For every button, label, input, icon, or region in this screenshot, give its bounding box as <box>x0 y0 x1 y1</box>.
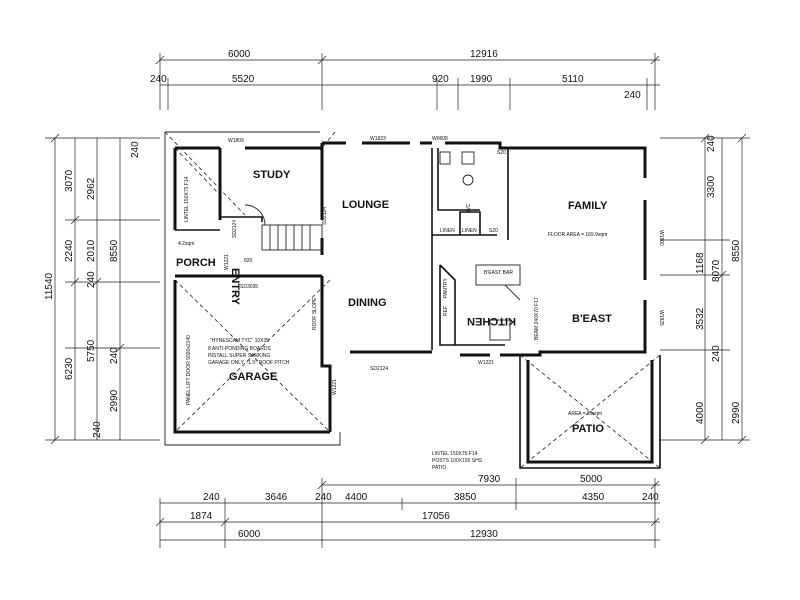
dim-bottom-240b: 240 <box>315 492 332 503</box>
note-lintel-study: LINTEL 150X75 F14 <box>184 176 190 222</box>
dim-left-240b: 240 <box>109 347 120 364</box>
dim-right-3300: 3300 <box>706 175 717 198</box>
dim-bottom-7930: 7930 <box>478 474 501 485</box>
note-roof-slope: ROOF SLOPE <box>312 297 318 330</box>
note-garage-door: PANEL LIFT DOOR 5020x2140 <box>186 335 192 405</box>
dim-bottom-5000: 5000 <box>580 474 603 485</box>
dim-bottom-3850: 3850 <box>454 492 477 503</box>
note-w1809: W1809 <box>228 138 244 144</box>
room-kitchen: KITCHEN <box>467 315 516 327</box>
right-dimensions: 240 3300 1168 3532 8070 240 4000 2990 85… <box>660 133 750 445</box>
dim-right-1168: 1168 <box>695 252 706 274</box>
dim-bottom-3646: 3646 <box>265 492 288 503</box>
note-pantry: PANTRY <box>443 278 449 298</box>
room-study: STUDY <box>253 169 291 181</box>
note-w1221b: W1221 <box>478 360 494 366</box>
bottom-dimensions: 7930 5000 240 3646 240 4400 3850 4350 24… <box>155 474 660 548</box>
note-lintel-b2: POSTS 100X100 SHS <box>432 458 483 464</box>
kitchen-benches <box>439 264 521 346</box>
stairs <box>261 224 323 251</box>
room-patio: PATIO <box>572 423 604 435</box>
dim-bottom-240: 240 <box>203 492 220 503</box>
note-sd2124c: SD2124 <box>322 207 328 225</box>
note-s20b: S20 <box>489 228 498 234</box>
note-w1221: W1221 <box>224 254 230 270</box>
room-lounge: LOUNGE <box>342 199 389 211</box>
dim-top-1990: 1990 <box>470 74 493 85</box>
note-garage-1: 8 ANTI-PONDING BOARDS <box>208 346 271 352</box>
dim-left-2240: 2240 <box>64 239 75 262</box>
dim-left-2010: 2010 <box>86 239 97 262</box>
dim-bottom-240c: 240 <box>642 492 659 503</box>
note-w1221c: W1221 <box>332 379 338 395</box>
note-beast-bar: B'EAST BAR <box>484 270 513 276</box>
top-dimensions: 6000 12916 240 5520 920 1990 5110 240 <box>150 49 660 110</box>
room-beast: B'EAST <box>572 313 612 325</box>
room-garage: GARAGE <box>229 371 277 383</box>
note-linen2: LINEN <box>462 228 477 234</box>
dim-left-240: 240 <box>86 271 97 288</box>
note-w1825: W1825 <box>658 310 664 326</box>
note-w0608: W0608 <box>432 136 448 142</box>
room-porch: PORCH <box>176 257 216 269</box>
dim-left-11540: 11540 <box>44 272 55 300</box>
note-beam: BEAM 240X70 F17 <box>534 297 540 340</box>
dim-right-8070: 8070 <box>711 259 722 282</box>
note-porch-area: 4.2sqm <box>178 241 194 247</box>
dim-bottom-17056: 17056 <box>422 511 450 522</box>
dim-left-6230: 6230 <box>64 357 75 380</box>
left-dimensions: 11540 3070 2240 6230 2962 2010 240 5750 … <box>44 133 160 445</box>
dim-left-2990: 2990 <box>109 389 120 412</box>
note-w1823: W1823 <box>370 136 386 142</box>
garage-roof-lines <box>164 131 661 469</box>
wc-fittings <box>439 151 475 186</box>
note-family-area: FLOOR AREA = 169.9sqm <box>548 232 607 238</box>
dim-left-240c: 240 <box>130 141 141 158</box>
dim-left-8550: 8550 <box>109 239 120 262</box>
dim-left-3070: 3070 <box>64 169 75 192</box>
note-linen1: LINEN <box>440 228 455 234</box>
dim-bottom-12930: 12930 <box>470 529 498 540</box>
note-garage-3: GARAGE ONLY ~1.5° ROOF PITCH <box>208 360 290 366</box>
dim-top-240: 240 <box>150 74 167 85</box>
dim-bottom-4350: 4350 <box>582 492 605 503</box>
dim-bottom-1874: 1874 <box>190 511 213 522</box>
note-sd2124: SD2124 <box>232 220 238 238</box>
dim-bottom-6000: 6000 <box>238 529 261 540</box>
dim-top-5520: 5520 <box>232 74 255 85</box>
dim-left-240d: 240 <box>92 421 103 438</box>
dim-right-4000: 4000 <box>695 401 706 424</box>
note-garage-2: INSTALL SUPER SARKING <box>208 353 270 359</box>
note-s20a: S20 <box>497 150 506 156</box>
note-lintel-b1: LINTEL 150X75 F14 <box>432 451 478 457</box>
dim-top-6000: 6000 <box>228 49 251 60</box>
dim-top-5110: 5110 <box>562 74 584 85</box>
dim-left-5750: 5750 <box>86 339 97 362</box>
dim-right-3532: 3532 <box>695 307 706 330</box>
dim-top-920: 920 <box>432 74 449 85</box>
note-patio-area: AREA = 20sqm <box>568 411 602 417</box>
room-family: FAMILY <box>568 200 608 212</box>
dim-top-12916: 12916 <box>470 49 498 60</box>
note-ref: REF <box>443 306 449 316</box>
note-lintel-b3: PATIO <box>432 465 446 471</box>
note-garage-rafter: "HYNESCAM TYC" 10X35 <box>210 338 269 344</box>
room-dining: DINING <box>348 297 387 309</box>
dim-left-2962: 2962 <box>86 177 97 200</box>
dim-right-240: 240 <box>706 135 717 152</box>
note-wc: WC <box>466 203 472 212</box>
dim-right-2990: 2990 <box>731 401 742 424</box>
dim-top-240b: 240 <box>624 90 641 101</box>
note-door820: 820 <box>244 258 253 264</box>
note-w1800: W1800 <box>658 230 664 246</box>
room-entry: ENTRY <box>229 268 241 306</box>
dim-right-8550: 8550 <box>731 239 742 262</box>
walls <box>164 131 661 469</box>
note-sd2124b: SD2124 <box>370 366 388 372</box>
dim-bottom-4400: 4400 <box>345 492 368 503</box>
dim-right-240b: 240 <box>711 345 722 362</box>
entry-door-swing <box>244 204 266 226</box>
note-sd3035: SD3035 <box>240 284 258 290</box>
